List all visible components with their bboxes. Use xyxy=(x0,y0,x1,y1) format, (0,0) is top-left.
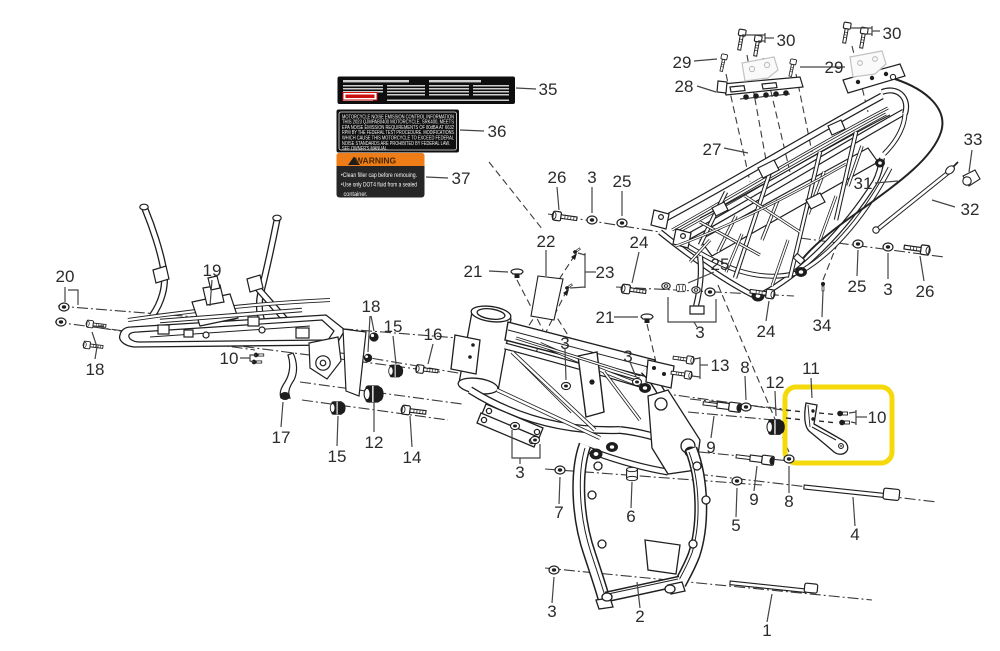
svg-text:30: 30 xyxy=(777,31,796,50)
svg-text:NOISE STANDARDS ARE PROHIBITED: NOISE STANDARDS ARE PROHIBITED BY FEDERA… xyxy=(342,141,450,147)
svg-text:14: 14 xyxy=(403,448,422,467)
svg-text:THIS 2023 QJMPAB0400 MOTORCYCL: THIS 2023 QJMPAB0400 MOTORCYCLE, SRK400,… xyxy=(342,120,454,126)
svg-text:13: 13 xyxy=(711,356,730,375)
svg-text:10: 10 xyxy=(220,349,239,368)
svg-text:19: 19 xyxy=(203,261,222,280)
svg-text:22: 22 xyxy=(537,232,556,251)
svg-text:9: 9 xyxy=(749,490,758,509)
svg-text:15: 15 xyxy=(328,447,347,466)
svg-text:25: 25 xyxy=(711,255,730,274)
svg-text:11: 11 xyxy=(802,359,820,378)
svg-text:16: 16 xyxy=(424,325,443,344)
svg-text:29: 29 xyxy=(673,53,692,72)
svg-text:20: 20 xyxy=(56,267,75,286)
svg-text:7: 7 xyxy=(554,503,563,522)
svg-text:3: 3 xyxy=(883,280,892,299)
svg-text:18: 18 xyxy=(86,360,105,379)
svg-text:SEE OWNER'S MANUAL.: SEE OWNER'S MANUAL. xyxy=(342,146,388,152)
svg-text:WARNING: WARNING xyxy=(355,156,396,166)
svg-text:37: 37 xyxy=(452,169,471,188)
svg-text:30: 30 xyxy=(883,24,902,43)
svg-text:24: 24 xyxy=(630,233,649,252)
svg-text:•Use only DOT4 fluid from a se: •Use only DOT4 fluid from a sealed xyxy=(341,182,417,189)
svg-text:5: 5 xyxy=(731,516,740,535)
svg-text:27: 27 xyxy=(703,140,722,159)
svg-text:10: 10 xyxy=(868,408,887,427)
svg-text:31: 31 xyxy=(854,174,873,193)
svg-text:EPA NOISE EMISSION REQUIREMENT: EPA NOISE EMISSION REQUIREMENTS OF 80dBA… xyxy=(342,125,454,131)
svg-text:36: 36 xyxy=(488,122,507,141)
svg-text:21: 21 xyxy=(596,308,615,327)
svg-text:23: 23 xyxy=(596,263,615,282)
svg-text:9: 9 xyxy=(706,438,715,457)
svg-text:29: 29 xyxy=(825,58,844,77)
svg-text:3: 3 xyxy=(587,168,596,187)
svg-text:3: 3 xyxy=(623,347,632,366)
svg-text:33: 33 xyxy=(964,130,983,149)
svg-text:container.: container. xyxy=(344,191,368,198)
svg-text:15: 15 xyxy=(384,317,403,336)
svg-text:•Clean filler cap before remou: •Clean filler cap before remouing. xyxy=(341,172,417,179)
svg-text:RPM BY THE FEDERAL TEST PROCED: RPM BY THE FEDERAL TEST PROCEDURE. MODIF… xyxy=(342,130,454,136)
svg-text:4: 4 xyxy=(850,525,859,544)
svg-text:3: 3 xyxy=(695,323,704,342)
svg-text:2: 2 xyxy=(635,607,644,626)
svg-text:MOTORCYCLE NOISE EMISSION CONT: MOTORCYCLE NOISE EMISSION CONTROL INFORM… xyxy=(342,114,454,120)
svg-text:12: 12 xyxy=(766,373,785,392)
svg-text:24: 24 xyxy=(757,322,776,341)
svg-text:32: 32 xyxy=(961,200,980,219)
svg-text:26: 26 xyxy=(916,282,935,301)
svg-text:25: 25 xyxy=(613,172,632,191)
svg-text:34: 34 xyxy=(813,316,832,335)
svg-text:1: 1 xyxy=(762,621,771,640)
svg-text:3: 3 xyxy=(515,463,524,482)
svg-text:18: 18 xyxy=(362,297,381,316)
svg-text:6: 6 xyxy=(626,507,635,526)
svg-text:8: 8 xyxy=(784,492,793,511)
svg-text:3: 3 xyxy=(560,334,569,353)
svg-text:35: 35 xyxy=(539,80,558,99)
svg-text:25: 25 xyxy=(848,277,867,296)
svg-text:21: 21 xyxy=(464,262,483,281)
svg-text:WHICH CAUSE THIS MOTORCYCLE TO: WHICH CAUSE THIS MOTORCYCLE TO EXCEED FE… xyxy=(342,136,454,142)
svg-text:26: 26 xyxy=(548,168,567,187)
svg-text:28: 28 xyxy=(675,77,694,96)
svg-text:12: 12 xyxy=(365,433,384,452)
svg-text:8: 8 xyxy=(740,358,749,377)
svg-text:3: 3 xyxy=(547,602,556,621)
svg-text:17: 17 xyxy=(272,428,291,447)
